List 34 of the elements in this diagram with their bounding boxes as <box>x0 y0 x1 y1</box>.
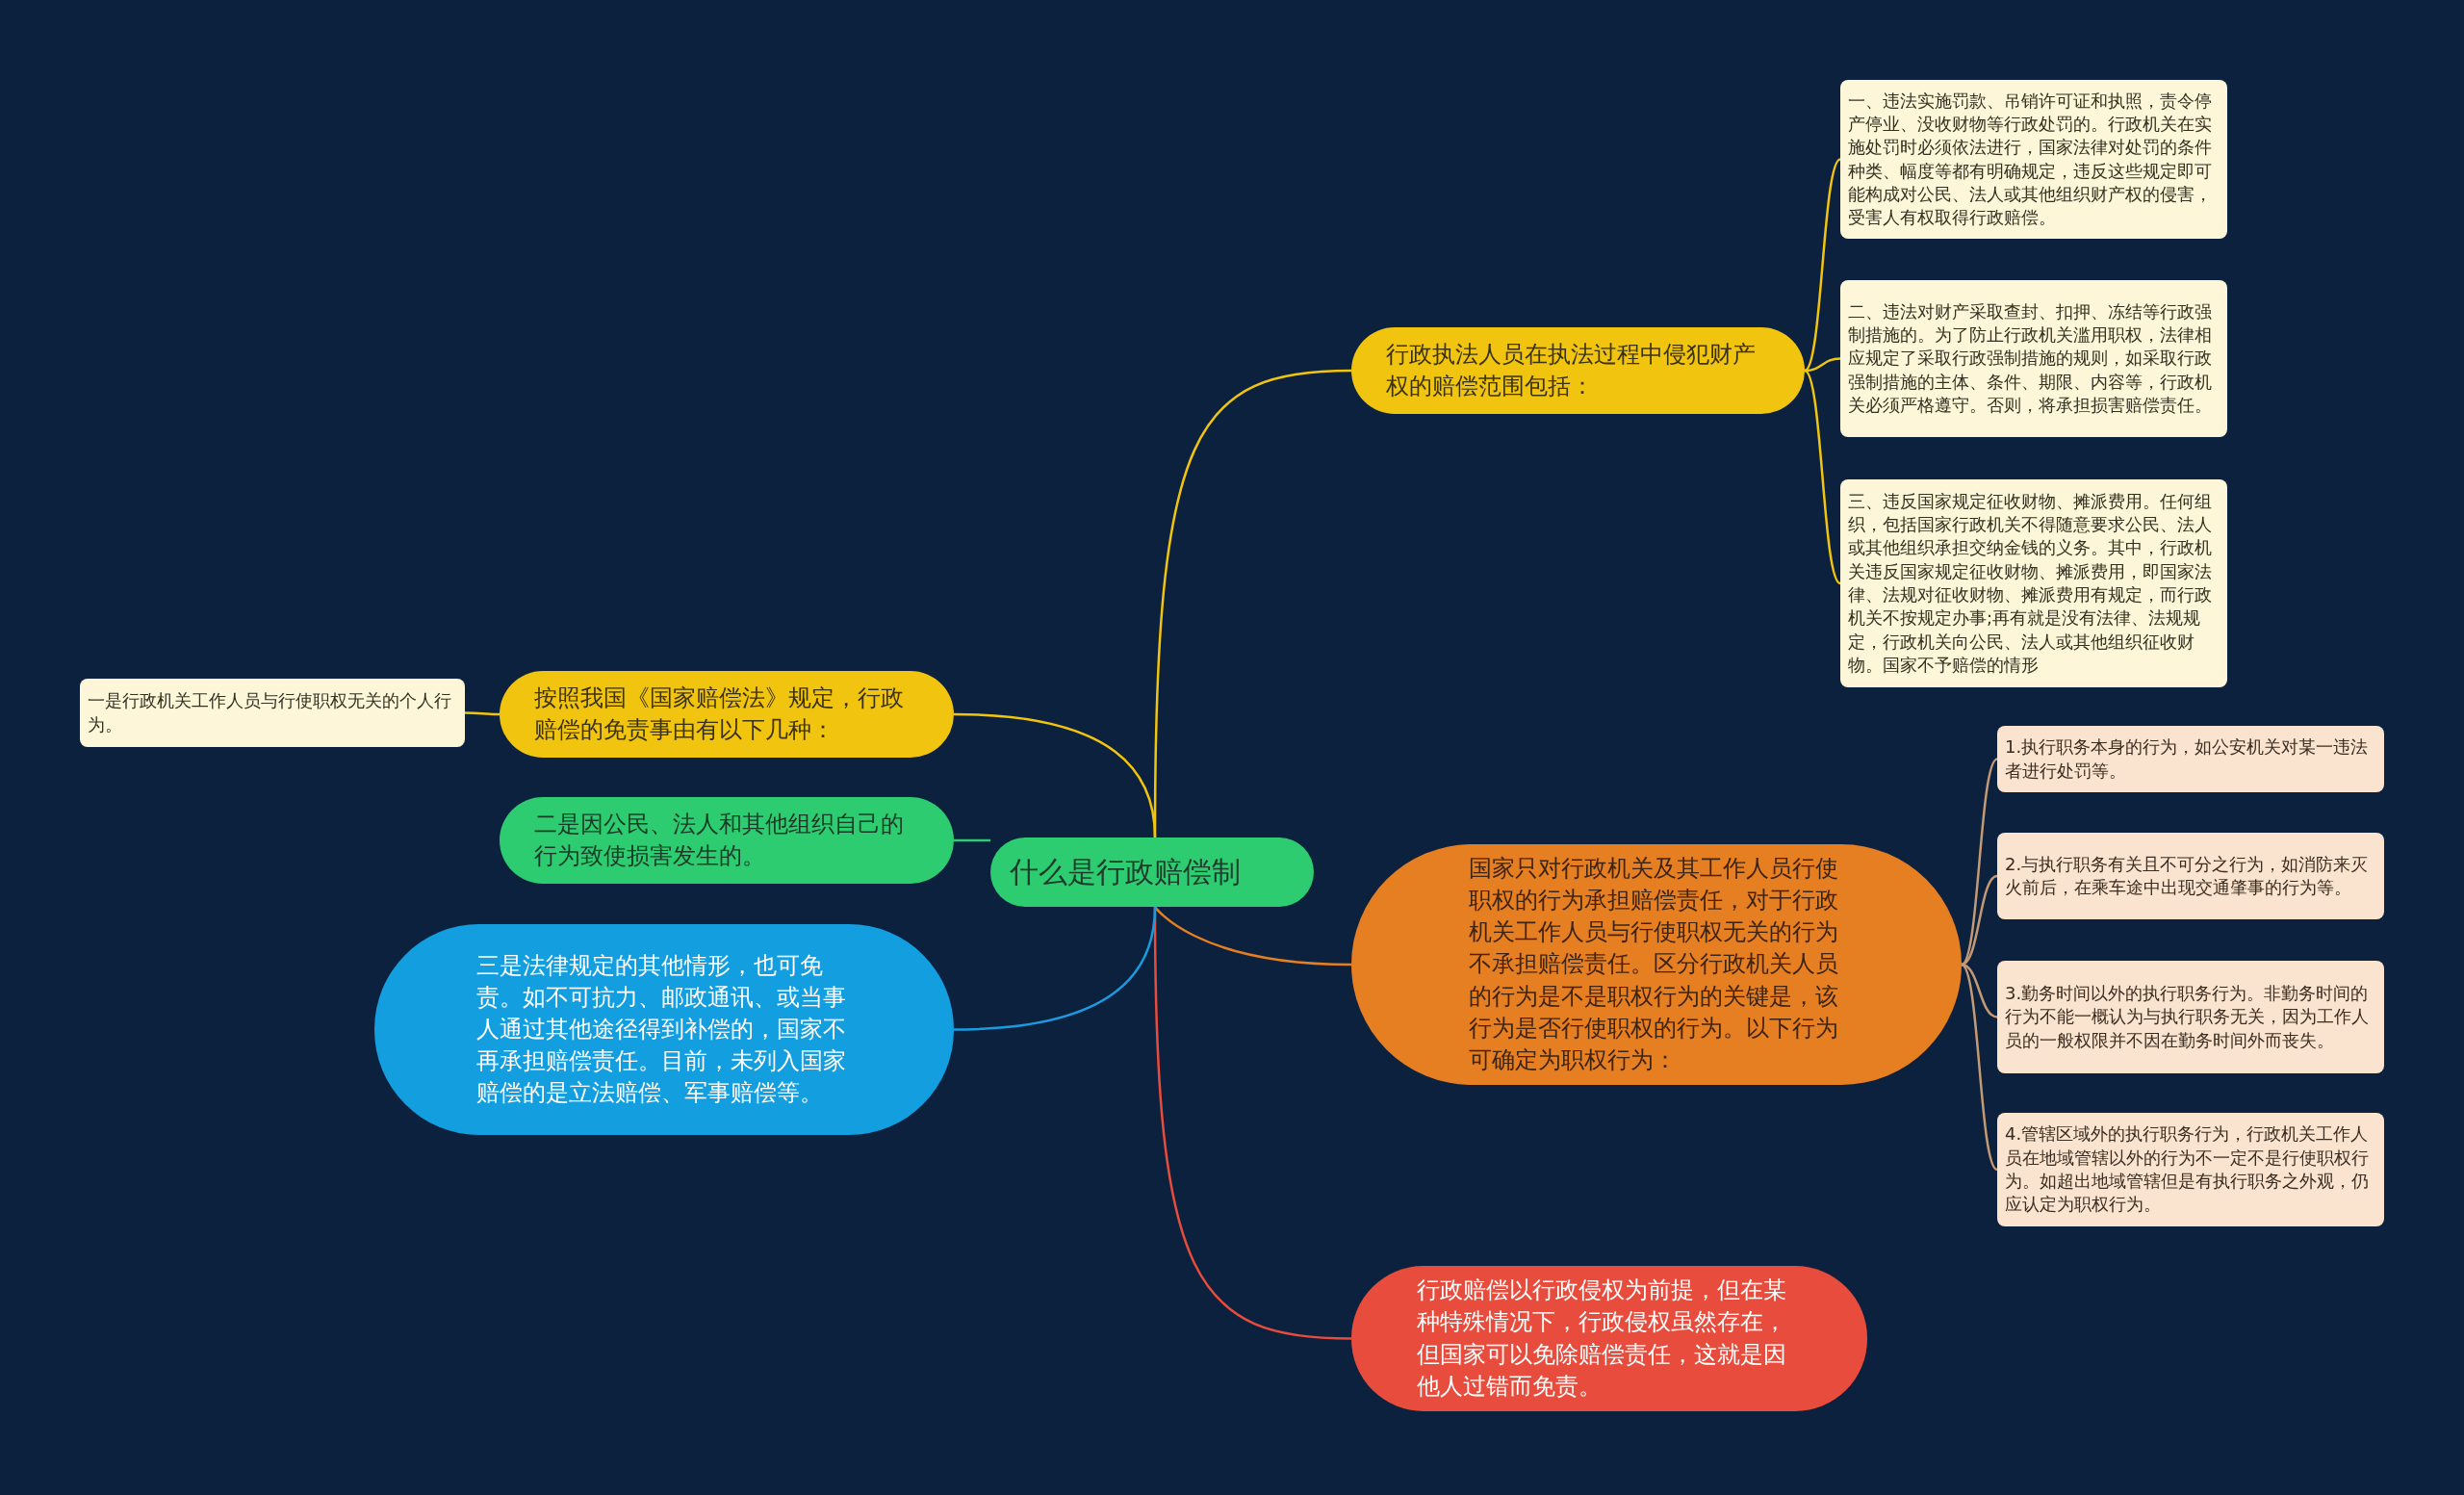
connector <box>1804 158 1841 372</box>
connector <box>1804 370 1841 584</box>
connector <box>1961 758 1998 966</box>
note-box <box>1997 1113 2384 1226</box>
node-text: 二是因公民、法人和其他组织自己的行为致使损害发生的。 <box>534 809 905 871</box>
connector <box>1154 906 1352 967</box>
note-box <box>1997 833 2384 919</box>
node-text: 按照我国《国家赔偿法》规定，行政赔偿的免责事由有以下几种： <box>534 683 905 745</box>
connector <box>465 711 500 716</box>
node-text: 2.与执行职务有关且不可分之行为，如消防来灭火前后，在乘车途中出现交通肇事的行为等。 <box>2005 852 2370 899</box>
connector <box>1961 964 1998 1171</box>
connector <box>953 712 1157 838</box>
node-text: 一是行政机关工作人员与行使职权无关的个人行为。 <box>88 689 452 736</box>
note-box <box>1840 280 2227 437</box>
connector <box>1961 874 1998 967</box>
node-text: 什么是行政赔偿制 <box>1010 854 1242 891</box>
node-text: 4.管辖区域外的执行职务行为，行政机关工作人员在地域管辖以外的行为不一定不是行使职权行为。如超出地域管辖但是有执行职务之外观，仍应认定为职权行为。 <box>2005 1122 2370 1217</box>
node-text: 三是法律规定的其他情形，也可免责。如不可抗力、邮政通讯、或当事人通过其他途径得到补偿的，国家不再承担赔偿责任。目前，未列入国家赔偿的是立法赔偿、军事赔偿等。 <box>476 950 847 1109</box>
node-text: 一、违法实施罚款、吊销许可证和执照，责令停产停业、没收财物等行政处罚的。行政机关在实施处罚时必须依法进行，国家法律对处罚的条件种类、幅度等都有明确规定，违反这些规定即可能构成对公民、法人或其他组织财产权的侵害，受害人有权取得行政赔偿。 <box>1848 89 2213 230</box>
central-topic <box>990 838 1314 907</box>
node-text: 1.执行职务本身的行为，如公安机关对某一违法者进行处罚等。 <box>2005 735 2370 783</box>
node-text: 行政执法人员在执法过程中侵犯财产权的赔偿范围包括： <box>1385 339 1757 401</box>
connector <box>1804 357 1841 373</box>
connector <box>953 906 1157 1031</box>
note-box <box>1997 961 2384 1073</box>
note-box <box>1840 80 2227 239</box>
node-text: 二、违法对财产采取查封、扣押、冻结等行政强制措施的。为了防止行政机关滥用职权，法律相应规定了采取行政强制措施的规则，如采取行政强制措施的主体、条件、期限、内容等，行政机关必须严格遵守。否则，将承担损害赔偿责任。 <box>1848 299 2213 417</box>
node-text: 三、违反国家规定征收财物、摊派费用。任何组织，包括国家行政机关不得随意要求公民、法人或其他组织承担交纳金钱的义务。其中，行政机关违反国家规定征收财物、摊派费用，即国家法律、法规对征收财物、摊派费用有规定，而行政机关不按规定办事;再有就是没有法律、法规规定，行政机关向公民、法人或其他组织征收财物。国家不予赔偿的情形 <box>1848 489 2213 677</box>
note-box <box>80 679 465 747</box>
note-box <box>1997 726 2384 792</box>
node-text: 国家只对行政机关及其工作人员行使职权的行为承担赔偿责任，对于行政机关工作人员与行使职权无关的行为不承担赔偿责任。区分行政机关人员的行为是不是职权行为的关键是，该行为是否行使职权的行为。以下行为可确定为职权行为： <box>1469 854 1839 1075</box>
connector <box>954 838 990 842</box>
node-text: 3.勤务时间以外的执行职务行为。非勤务时间的行为不能一概认为与执行职务无关，因为工作人员的一般权限并不因在勤务时间外而丧失。 <box>2005 982 2370 1052</box>
node-text: 行政赔偿以行政侵权为前提，但在某种特殊情况下，行政侵权虽然存在，但国家可以免除赔偿责任，这就是因他人过错而免责。 <box>1417 1276 1787 1402</box>
